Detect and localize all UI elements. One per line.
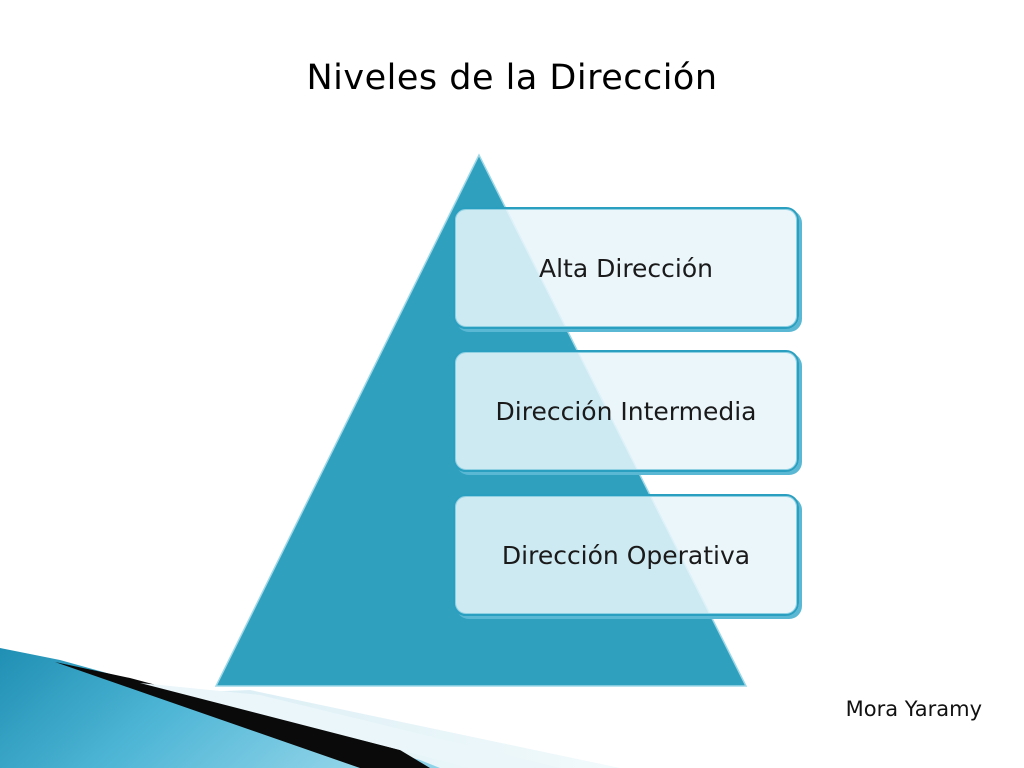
level-box-alta-direccion: Alta Dirección xyxy=(453,207,799,329)
level-label: Dirección Operativa xyxy=(501,540,751,570)
level-label: Dirección Intermedia xyxy=(495,396,757,426)
slide-title: Niveles de la Dirección xyxy=(306,58,718,98)
ribbon-white-stripe-decoration xyxy=(140,683,560,768)
author-name: Mora Yaramy xyxy=(845,697,982,721)
level-box-direccion-intermedia: Dirección Intermedia xyxy=(453,350,799,472)
level-box-direccion-operativa: Dirección Operativa xyxy=(453,494,799,616)
ribbon-dark-decoration xyxy=(55,662,430,768)
level-label: Alta Dirección xyxy=(539,253,713,283)
